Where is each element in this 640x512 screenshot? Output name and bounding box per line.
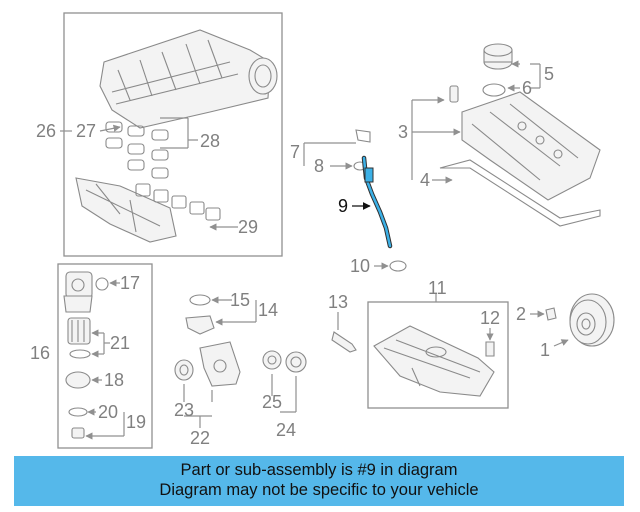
callout-17: 17: [120, 273, 140, 293]
callout-12: 12: [480, 308, 500, 328]
bracket-13-parts: [331, 312, 357, 353]
intake-manifold-group: [60, 12, 283, 257]
oil-pan-drawing: [373, 325, 495, 397]
crank-pulley-drawing: [569, 293, 615, 347]
callout-21: 21: [110, 333, 130, 353]
callout-labels: 26 27 28 29 5 6 3 4 7 8 9 10 11 12 13 14…: [30, 64, 554, 448]
o-ring-10-drawing: [389, 260, 407, 272]
lower-intake-drawing: [75, 177, 221, 243]
callout-23: 23: [174, 400, 194, 420]
callout-14: 14: [258, 300, 278, 320]
gasket-set-drawing: [105, 121, 169, 179]
callout-26: 26: [36, 121, 56, 141]
banner-line-2: Diagram may not be specific to your vehi…: [159, 481, 479, 499]
callout-6: 6: [522, 78, 532, 98]
callout-3: 3: [398, 122, 408, 142]
oil-pan-group: [367, 294, 509, 409]
dipstick-group: [303, 129, 407, 272]
pcv-valve-drawing: [449, 85, 459, 103]
oil-cooler-parts: [174, 294, 307, 428]
callout-1: 1: [540, 340, 550, 360]
callout-7: 7: [290, 142, 300, 162]
dipstick-tube-highlighted: [361, 155, 393, 249]
oil-cap-drawing: [482, 43, 513, 97]
callout-29: 29: [238, 217, 258, 237]
callout-16: 16: [30, 343, 50, 363]
valve-cover-drawing: [439, 91, 601, 227]
callout-5: 5: [544, 64, 554, 84]
callout-2: 2: [516, 304, 526, 324]
callout-19: 19: [126, 412, 146, 432]
callout-13: 13: [328, 292, 348, 312]
callout-10: 10: [350, 256, 370, 276]
callout-9: 9: [338, 196, 348, 216]
intake-manifold-drawing: [99, 29, 278, 129]
crank-pulley-group: [530, 293, 615, 347]
banner-line-1: Part or sub-assembly is #9 in diagram: [180, 461, 458, 479]
callout-20: 20: [98, 402, 118, 422]
callout-8: 8: [314, 156, 324, 176]
oil-filter-housing-drawing: [63, 271, 109, 439]
info-banner: Part or sub-assembly is #9 in diagram Di…: [14, 456, 624, 506]
callout-22: 22: [190, 428, 210, 448]
parts-diagram: 26 27 28 29 5 6 3 4 7 8 9 10 11 12 13 14…: [30, 12, 615, 449]
callout-4: 4: [420, 170, 430, 190]
callout-18: 18: [104, 370, 124, 390]
callout-28: 28: [200, 131, 220, 151]
callout-25: 25: [262, 392, 282, 412]
callout-27: 27: [76, 121, 96, 141]
callout-15: 15: [230, 290, 250, 310]
valve-cover-group: [411, 43, 601, 227]
callout-24: 24: [276, 420, 296, 440]
oil-filter-group: [57, 263, 153, 449]
callout-11: 11: [428, 278, 447, 298]
